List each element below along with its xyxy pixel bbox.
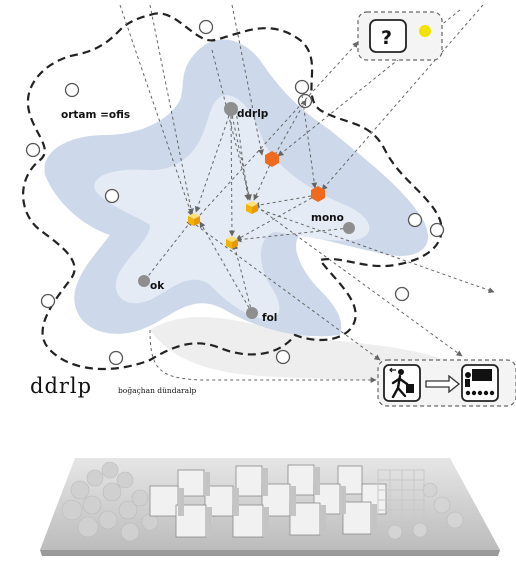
brand-credit: boğaçhan dündaralp bbox=[118, 386, 196, 395]
fol-node bbox=[246, 307, 258, 319]
brand-logo: ddrlp bbox=[30, 374, 92, 398]
mono-node bbox=[343, 222, 355, 234]
label-ortam: ortam =ofis bbox=[61, 109, 130, 121]
label-ok: ok bbox=[150, 280, 165, 292]
movement-box bbox=[378, 360, 516, 406]
label-fol: fol bbox=[262, 312, 277, 324]
label-ddrlp: ddrlp bbox=[237, 108, 269, 120]
ddrlp-node bbox=[224, 102, 238, 116]
label-mono: mono bbox=[311, 212, 344, 224]
question-mark-icon: ? bbox=[381, 27, 392, 49]
architectural-model-photo bbox=[40, 458, 500, 556]
question-box: ? bbox=[358, 12, 442, 60]
ok-node bbox=[138, 275, 150, 287]
yellow-dot-icon bbox=[419, 25, 431, 37]
